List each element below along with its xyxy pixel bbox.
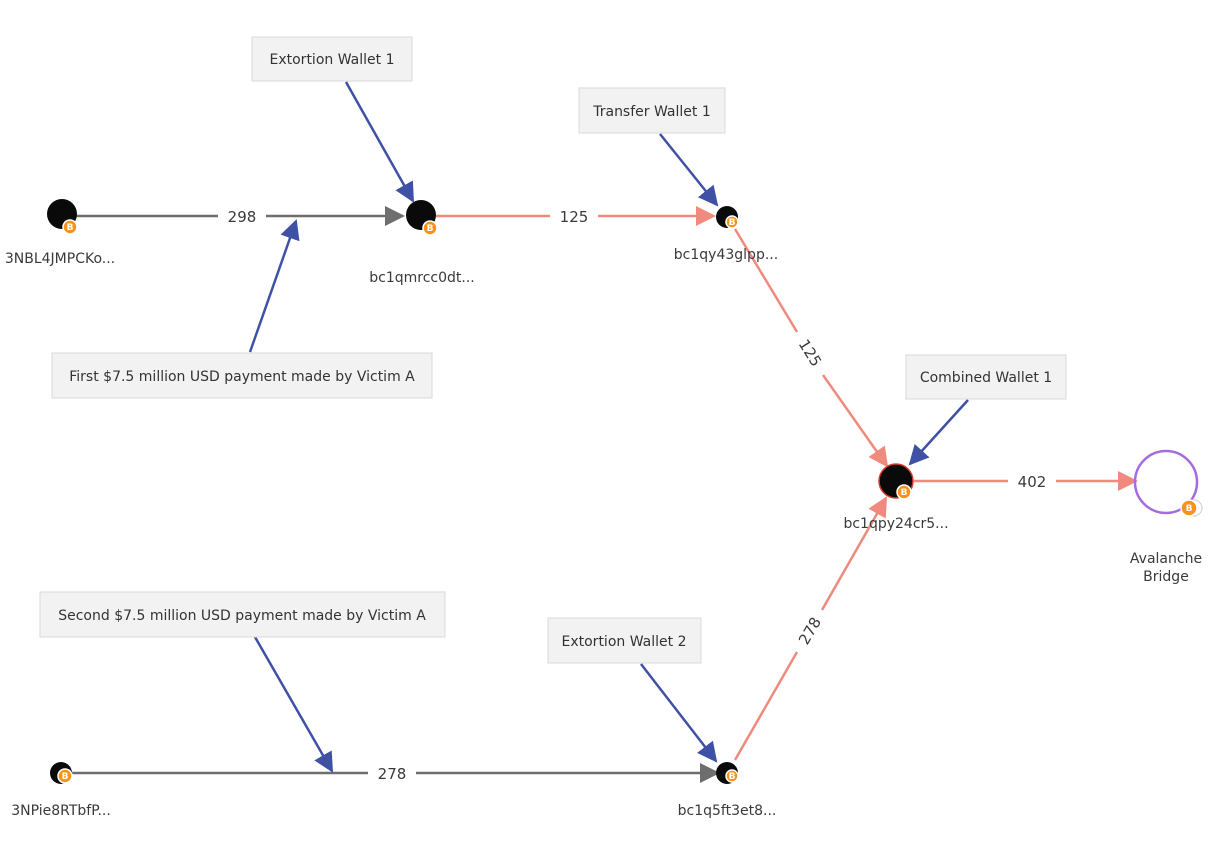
node-label: bc1qpy24cr5... bbox=[843, 516, 948, 532]
callout-second-payment: Second $7.5 million USD payment made by … bbox=[39, 591, 446, 638]
bitcoin-icon: B bbox=[422, 220, 438, 236]
edge-amount-label: 402 bbox=[1018, 473, 1047, 491]
pointer-arrow-combined-wallet-1 bbox=[908, 399, 969, 466]
pointer-arrow-second-payment bbox=[253, 636, 334, 773]
wallet-node-transfer-wallet-1[interactable]: B bc1qy43glpp... bbox=[674, 206, 778, 263]
svg-text:B: B bbox=[1186, 504, 1193, 514]
callout-text: First $7.5 million USD payment made by V… bbox=[69, 369, 415, 385]
node-label: 3NBL4JMPCKo... bbox=[5, 251, 115, 267]
callout-transfer-wallet-1: Transfer Wallet 1 bbox=[578, 87, 726, 134]
wallet-node-combined-wallet-1[interactable]: B bc1qpy24cr5... bbox=[843, 463, 949, 532]
node-label: bc1q5ft3et8... bbox=[678, 803, 777, 819]
edge-src2-to-extortion-wallet-2[interactable]: 278 bbox=[62, 763, 720, 783]
node-label: bc1qy43glpp... bbox=[674, 247, 778, 263]
callout-extortion-wallet-1: Extortion Wallet 1 bbox=[251, 36, 413, 82]
wallet-node-extortion-wallet-2[interactable]: B bc1q5ft3et8... bbox=[678, 762, 777, 819]
bitcoin-icon: B bbox=[1180, 499, 1203, 517]
svg-text:B: B bbox=[62, 772, 69, 782]
wallet-node-source-2[interactable]: B 3NPie8RTbfP... bbox=[11, 762, 111, 819]
edge-combined-wallet-1-to-avalanche-bridge[interactable]: 402 bbox=[914, 471, 1138, 491]
callout-text: Second $7.5 million USD payment made by … bbox=[58, 608, 426, 624]
edge-extortion-wallet-2-to-combined-wallet-1[interactable]: 278 bbox=[733, 496, 888, 761]
callout-text: Extortion Wallet 1 bbox=[270, 52, 395, 68]
bridge-ring-icon bbox=[1133, 449, 1199, 515]
svg-text:B: B bbox=[729, 772, 736, 782]
callout-extortion-wallet-2: Extortion Wallet 2 bbox=[547, 617, 702, 664]
pointer-arrow-extortion-wallet-1 bbox=[344, 81, 415, 203]
edge-transfer-wallet-1-to-combined-wallet-1[interactable]: 125 bbox=[733, 228, 889, 468]
edge-amount-label: 125 bbox=[560, 208, 589, 226]
bitcoin-icon: B bbox=[896, 484, 912, 500]
edge-amount-label: 298 bbox=[228, 208, 257, 226]
pointer-arrow-extortion-wallet-2 bbox=[640, 663, 718, 763]
node-label: 3NPie8RTbfP... bbox=[11, 803, 111, 819]
svg-text:B: B bbox=[901, 488, 908, 498]
callout-combined-wallet-1: Combined Wallet 1 bbox=[905, 354, 1067, 400]
edge-amount-label: 278 bbox=[795, 614, 825, 648]
node-label-line1: Avalanche bbox=[1130, 551, 1202, 567]
svg-text:B: B bbox=[427, 224, 434, 234]
callout-first-payment: First $7.5 million USD payment made by V… bbox=[51, 352, 433, 399]
callout-text: Combined Wallet 1 bbox=[920, 370, 1052, 386]
bitcoin-icon: B bbox=[62, 219, 78, 235]
svg-text:B: B bbox=[67, 223, 74, 233]
edge-amount-label: 125 bbox=[795, 336, 825, 370]
node-label: bc1qmrcc0dt... bbox=[369, 270, 475, 286]
pointer-arrow-first-payment bbox=[248, 219, 300, 353]
edge-amount-label: 278 bbox=[378, 765, 407, 783]
wallet-node-source-1[interactable]: B 3NBL4JMPCKo... bbox=[5, 199, 115, 267]
edge-extortion-wallet-1-to-transfer-wallet-1[interactable]: 125 bbox=[436, 206, 716, 226]
svg-text:B: B bbox=[729, 218, 736, 228]
bitcoin-icon: B bbox=[57, 768, 73, 784]
edge-src1-to-extortion-wallet-1[interactable]: 298 bbox=[76, 206, 405, 226]
bitcoin-icon: B bbox=[725, 769, 739, 783]
wallet-node-extortion-wallet-1[interactable]: B bc1qmrcc0dt... bbox=[369, 200, 475, 286]
bitcoin-icon: B bbox=[725, 215, 739, 229]
bridge-node-avalanche[interactable]: B Avalanche Bridge bbox=[1130, 449, 1203, 585]
node-label-line2: Bridge bbox=[1143, 569, 1189, 585]
pointer-arrow-transfer-wallet-1 bbox=[659, 133, 719, 207]
callout-text: Transfer Wallet 1 bbox=[592, 104, 711, 120]
callout-text: Extortion Wallet 2 bbox=[562, 634, 687, 650]
